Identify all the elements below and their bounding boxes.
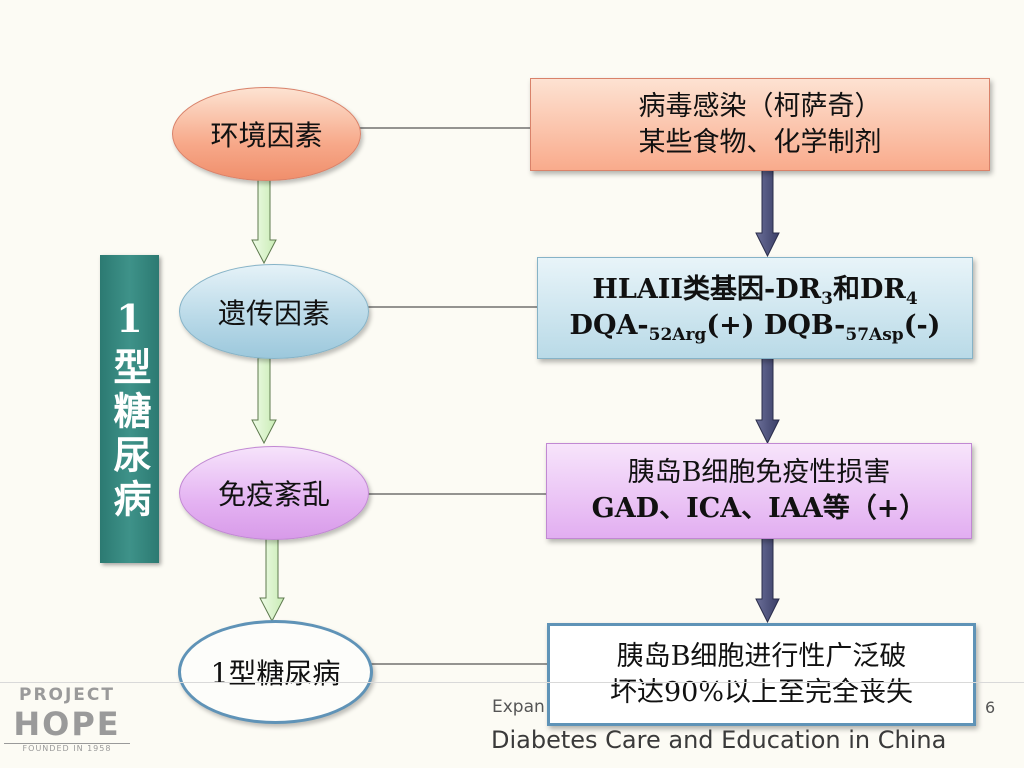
oval-genetic-label: 遗传因素 (217, 296, 330, 330)
genetic-dqb-sub: 57Asp (845, 325, 904, 345)
page-number: 6 (985, 698, 996, 717)
logo-project-text: PROJECT (18, 685, 115, 705)
box-genetic-details: HLAII类基因-DR3和DR4 DQA-52Arg(+) DQB-57Asp(… (537, 257, 973, 359)
box-type1-details: 胰岛B细胞进行性广泛破 坏达90%以上至完全丧失 (547, 623, 976, 726)
footer-title: Diabetes Care and Education in China (491, 726, 947, 754)
box-type1-line2: 坏达90%以上至完全丧失 (609, 676, 913, 708)
genetic-minus-text: (-) (903, 310, 941, 341)
logo-founded-text: FOUNDED IN 1958 (4, 743, 130, 754)
oval-genetic-factors: 遗传因素 (179, 264, 369, 359)
box-environmental-line2: 某些食物、化学制剂 (638, 126, 882, 158)
oval-environmental-label: 环境因素 (210, 119, 323, 152)
box-immune-line1: 胰岛B细胞免疫性损害 (627, 457, 891, 488)
side-banner-type1-diabetes: 1型糖尿病 (100, 255, 159, 563)
box-genetic-line2: DQA-52Arg(+) DQB-57Asp(-) (570, 308, 941, 344)
left-arrow-2 (251, 357, 277, 445)
oval-type1-label: 1型糖尿病 (210, 657, 341, 690)
footer-divider (0, 682, 1024, 683)
box-type1-line1: 胰岛B细胞进行性广泛破 (616, 640, 907, 672)
genetic-dr4-sub: 4 (905, 289, 918, 309)
genetic-dqa-text: DQA- (569, 310, 649, 341)
oval-immune-label: 免疫紊乱 (217, 478, 330, 511)
box-immune-line2: GAD、ICA、IAA等（+） (591, 493, 927, 524)
right-arrow-3 (755, 537, 780, 624)
box-genetic-line1: HLAII类基因-DR3和DR4 (592, 272, 917, 308)
left-arrow-3 (259, 538, 285, 623)
genetic-dqa-sub: 52Arg (648, 325, 707, 345)
genetic-dr3-sub: 3 (821, 289, 833, 309)
genetic-dqb-text: (+) DQB- (706, 310, 846, 341)
oval-immune-disorder: 免疫紊乱 (179, 446, 369, 540)
footer-subtitle: Expan (492, 697, 545, 717)
project-hope-logo: PROJECT HOPE FOUNDED IN 1958 (4, 685, 130, 761)
left-arrow-1 (251, 179, 277, 265)
genetic-hla-text: HLAII类基因-DR (592, 274, 822, 305)
right-arrow-1 (755, 169, 780, 258)
box-environmental-details: 病毒感染（柯萨奇） 某些食物、化学制剂 (530, 78, 990, 171)
logo-hope-text: HOPE (13, 705, 121, 743)
box-environmental-line1: 病毒感染（柯萨奇） (638, 90, 882, 122)
right-arrow-2 (755, 357, 780, 445)
box-immune-details: 胰岛B细胞免疫性损害 GAD、ICA、IAA等（+） (546, 443, 972, 539)
oval-type1-diabetes: 1型糖尿病 (178, 620, 373, 724)
genetic-and-dr-text: 和DR (832, 274, 906, 305)
oval-environmental-factors: 环境因素 (172, 87, 361, 181)
